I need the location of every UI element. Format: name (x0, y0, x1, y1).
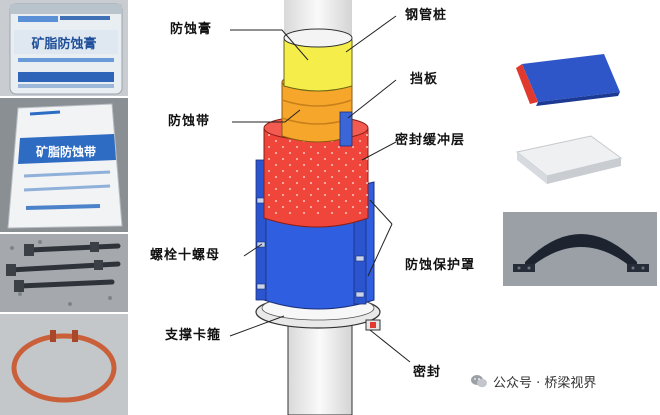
photo-protective-cover (503, 212, 657, 286)
label-seal: 密封 (413, 365, 442, 380)
watermark-text: 公众号 · 桥梁视界 (493, 376, 597, 391)
label-baffle: 挡板 (410, 72, 439, 87)
label-support-clamp: 支撑卡箍 (165, 328, 222, 343)
photo-white-pad (505, 130, 631, 190)
photo-paste-can: 矿脂防蚀膏 (0, 0, 128, 96)
photo-clamp (0, 314, 128, 415)
pile-top (283, 28, 353, 48)
anticorrosion-paste (283, 39, 353, 92)
baffle (339, 111, 353, 147)
photo-tape-bag: 矿脂防蚀带 (0, 98, 128, 232)
pile-bottom (287, 314, 353, 415)
chat-bubbles-icon (471, 375, 487, 388)
label-bolt-nut: 螺栓十螺母 (150, 248, 221, 263)
photo-bolts (0, 234, 128, 312)
label-steel-pipe-pile: 钢管桩 (405, 8, 448, 23)
leader-lines (229, 15, 411, 363)
watermark: 公众号 · 桥梁视界 (470, 372, 596, 391)
label-seal-buffer-layer: 密封缓冲层 (395, 133, 466, 148)
label-anticorrosion-tape: 防蚀带 (168, 114, 211, 129)
label-anticorrosion-paste: 防蚀膏 (170, 22, 213, 37)
bag-text: 矿脂防蚀带 (36, 144, 96, 159)
label-protective-cover: 防蚀保护罩 (405, 258, 476, 273)
photo-blue-sheet (508, 40, 628, 112)
can-text: 矿脂防蚀膏 (31, 36, 96, 52)
